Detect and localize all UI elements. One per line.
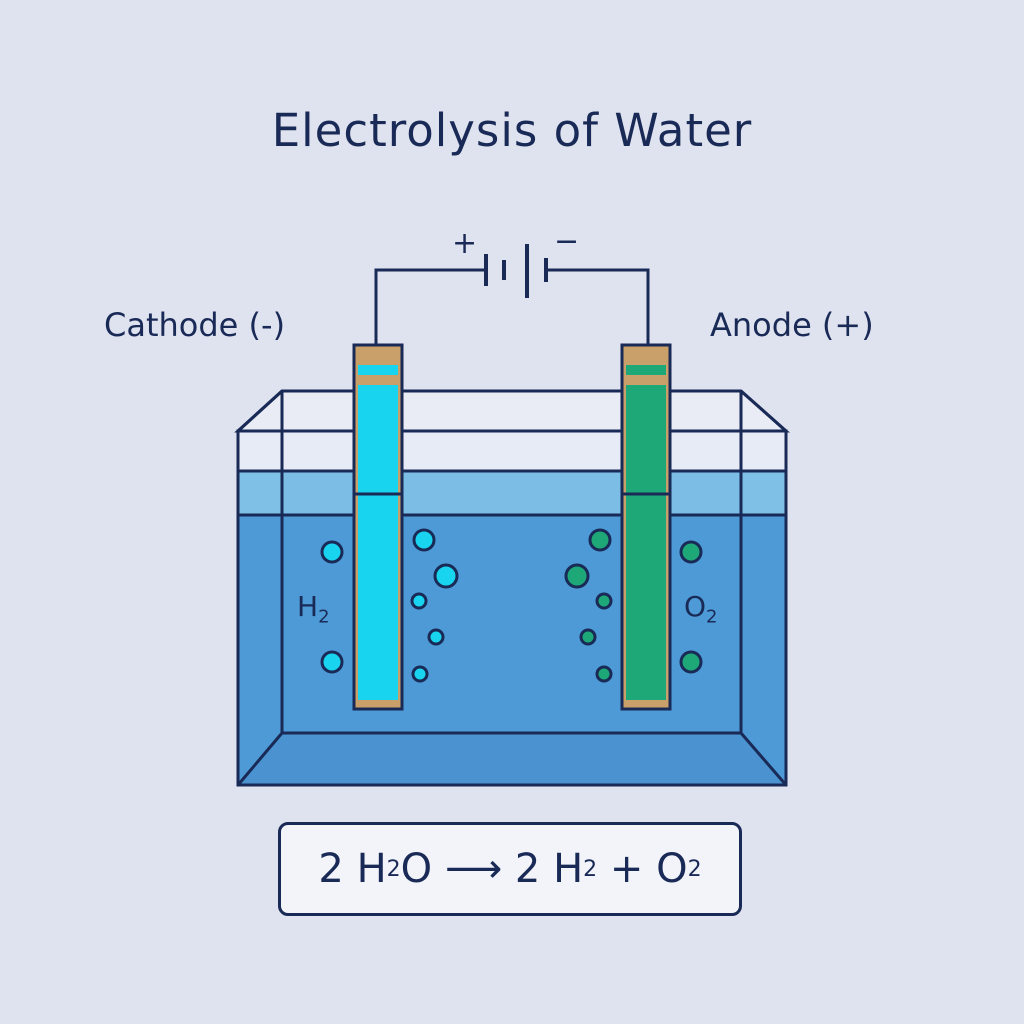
hydrogen-gas-label: H2 (297, 590, 330, 628)
battery-plus-sign: + (452, 226, 477, 261)
bubble (595, 592, 613, 610)
oxygen-symbol: O (684, 590, 707, 623)
water-surface-back (282, 471, 741, 515)
hydrogen-bubbles (320, 528, 459, 683)
water-floor (238, 733, 786, 785)
equation-rhs-subscript-2: 2 (687, 856, 702, 882)
bubble (320, 650, 344, 674)
tank-outline (236, 389, 788, 787)
bubble (427, 628, 445, 646)
bubble (579, 628, 597, 646)
bubble (411, 665, 429, 683)
diagram-title: Electrolysis of Water (271, 104, 753, 157)
equation-plus: + (609, 846, 644, 892)
equation-lhs-molecule: H (356, 846, 387, 892)
equation-rhs-subscript-1: 2 (583, 856, 598, 882)
equation-rhs-molecule-2: O (656, 846, 688, 892)
bubble (679, 540, 703, 564)
bubble (679, 650, 703, 674)
bubble (320, 540, 344, 564)
bubble (595, 665, 613, 683)
bubble (410, 592, 428, 610)
equation-lhs-subscript: 2 (386, 856, 401, 882)
equation-arrow-icon: ⟶ (444, 846, 503, 892)
bubble (564, 563, 590, 589)
hydrogen-symbol: H (297, 590, 319, 623)
battery-minus-sign: − (554, 224, 579, 259)
oxygen-bubbles (564, 528, 703, 683)
cathode-label: Cathode (-) (104, 306, 286, 344)
bubble (412, 528, 436, 552)
circuit-wire (374, 268, 650, 345)
oxygen-subscript: 2 (706, 606, 718, 628)
anode-electrode (620, 343, 672, 711)
cathode-electrode (352, 343, 404, 711)
anode-label: Anode (+) (710, 306, 874, 344)
oxygen-gas-label: O2 (684, 590, 718, 628)
equation-lhs-suffix: O (400, 846, 433, 892)
bubble (588, 528, 612, 552)
equation-rhs-molecule-1: H (553, 846, 584, 892)
bubble (433, 563, 459, 589)
equation-lhs-coefficient: 2 (318, 846, 344, 892)
equation-rhs-coefficient: 2 (514, 846, 541, 892)
hydrogen-subscript: 2 (318, 606, 330, 628)
battery-icon (484, 244, 548, 298)
